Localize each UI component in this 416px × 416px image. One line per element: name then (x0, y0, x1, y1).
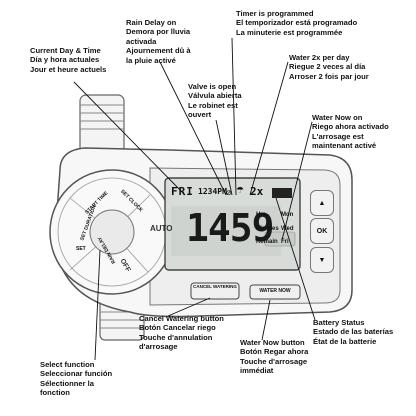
callout-select-function: Select function Seleccionar función Séle… (40, 360, 112, 398)
callout-line: d'arrosage (139, 342, 178, 352)
callout-line: Battery Status (313, 318, 365, 327)
callout-line: Water 2x per day (289, 53, 350, 62)
lcd-day-mon: Mon (281, 212, 294, 218)
callout-line: Select function (40, 360, 95, 369)
cancel-watering-button[interactable]: CANCEL WATERING (193, 284, 237, 289)
cancel-watering-button-shape (190, 282, 240, 300)
lcd-x2: 2x (250, 185, 264, 198)
callout-line: Valve is open (188, 82, 237, 91)
callout-line: Botón Regar ahora (240, 347, 309, 357)
callout-line: Water Now button (240, 338, 305, 347)
callout-line: Demora por lluvia (126, 27, 191, 37)
callout-line: activada (126, 36, 157, 46)
water-now-button-shape (249, 284, 301, 300)
callout-cancel-watering: Cancel Watering button Botón Cancelar ri… (139, 314, 224, 352)
callout-line: Touche d'annulation (139, 332, 213, 342)
lcd-label-minutes: Minutes (256, 226, 279, 232)
lcd-small-time: 1234PM (198, 187, 227, 196)
callout-line: Riegue 2 veces al día (289, 62, 366, 72)
callout-line: Riego ahora activado (312, 122, 389, 132)
lcd-label-hrs: Hrs (256, 212, 267, 218)
callout-line: immédiat (240, 366, 274, 376)
up-button[interactable]: ▲ (310, 190, 334, 216)
battery-icon (272, 188, 292, 198)
callout-line: fonction (40, 388, 70, 398)
dial-set-label: SET (76, 246, 86, 252)
callout-rain-delay: Rain Delay on Demora por lluvia activada… (126, 18, 191, 65)
valve-icon: ⌀ (226, 187, 232, 197)
callout-line: L'arrosage est (312, 131, 364, 141)
callout-line: Water Now on (312, 113, 363, 122)
callout-line: Current Day & Time (30, 46, 101, 55)
callout-battery: Battery Status Estado de las baterías Ét… (313, 318, 393, 346)
callout-timer: Timer is programmed El temporizador está… (236, 9, 357, 37)
callout-line: maintenant activé (312, 141, 377, 151)
lcd-day: FRI (171, 185, 194, 198)
callout-line: Botón Cancelar riego (139, 323, 216, 333)
callout-water2x: Water 2x per day Riegue 2 veces al día A… (289, 53, 369, 81)
water-now-button[interactable]: WATER NOW (259, 288, 291, 294)
down-button[interactable]: ▼ (310, 247, 334, 273)
callout-line: État de la batterie (313, 336, 377, 346)
callout-line: Jour et heure actuels (30, 64, 107, 74)
lcd-day-wed: Wed (281, 226, 294, 232)
callout-line: Seleccionar función (40, 369, 113, 379)
callout-line: Día y hora actuales (30, 55, 100, 65)
callout-line: Sélectionner la (40, 378, 95, 388)
rain-icon: ☂ (236, 185, 245, 195)
callout-line: Le robinet est (188, 100, 238, 110)
lcd-label-remain: Remain (256, 239, 278, 245)
callout-current-day-time: Current Day & Time Día y hora actuales J… (30, 46, 106, 74)
callout-line: Cancel Watering button (139, 314, 224, 323)
lcd-big-time: 1459 (186, 206, 275, 250)
ok-button[interactable]: OK (310, 218, 334, 244)
callout-line: Estado de las baterías (313, 327, 394, 337)
dial-auto-label: AUTO (150, 224, 173, 233)
callout-water-now-on: Water Now on Riego ahora activado L'arro… (312, 113, 389, 151)
callout-line: El temporizador está programado (236, 18, 358, 28)
callout-line: Arroser 2 fois par jour (289, 71, 369, 81)
callout-line: La minuterie est programmée (236, 27, 343, 37)
callout-line: Touche d'arrosage (240, 356, 308, 366)
callout-valve-open: Valve is open Válvula abierta Le robinet… (188, 82, 242, 120)
callout-line: Válvula abierta (188, 91, 242, 101)
callout-line: Rain Delay on (126, 18, 177, 27)
callout-line: la pluie activé (126, 55, 176, 65)
callout-line: Timer is programmed (236, 9, 314, 18)
callout-line: ouvert (188, 110, 212, 120)
top-connector (79, 94, 125, 156)
callout-line: Ajournement dû à (126, 46, 191, 56)
lcd-day-fri: Fri (281, 239, 289, 245)
callout-water-now-button: Water Now button Botón Regar ahora Touch… (240, 338, 308, 376)
